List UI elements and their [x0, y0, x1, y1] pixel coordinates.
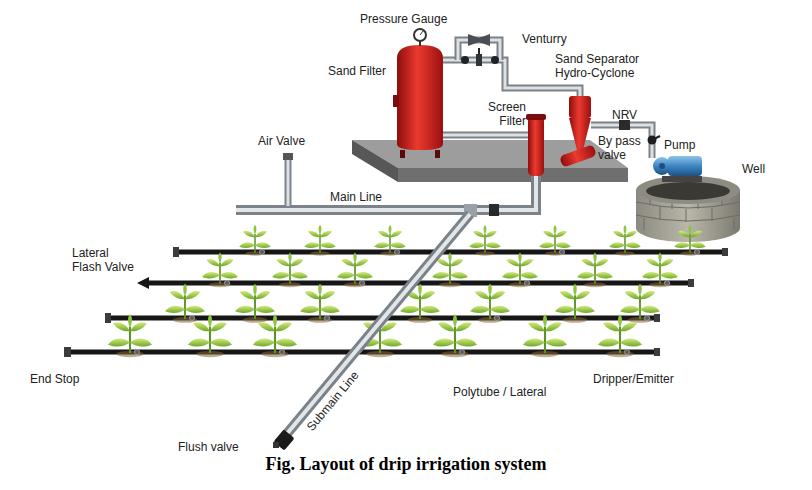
part-label: Lateral Flash Valve: [72, 246, 138, 274]
part-label: Sand Filter: [328, 64, 386, 78]
part-label: End Stop: [30, 372, 79, 386]
part-label: NRV: [612, 108, 637, 122]
part-label: Pressure Gauge: [360, 12, 447, 26]
part-label: Well: [742, 162, 765, 176]
part-label: Polytube / Lateral: [453, 385, 546, 399]
part-label: Flush valve: [178, 440, 239, 454]
part-label: By pass valve: [598, 134, 644, 162]
figure-caption: Fig. Layout of drip irrigation system: [0, 454, 812, 474]
part-label: Pump: [664, 138, 695, 152]
part-label: Venturry: [522, 32, 567, 46]
part-label: Submain Line: [304, 368, 362, 433]
part-label: Screen Filter: [482, 100, 526, 128]
part-label: Dripper/Emitter: [593, 372, 674, 386]
part-label: Air Valve: [258, 134, 305, 148]
part-label: Main Line: [330, 190, 382, 204]
part-label: Sand Separator Hydro-Cyclone: [555, 52, 655, 80]
